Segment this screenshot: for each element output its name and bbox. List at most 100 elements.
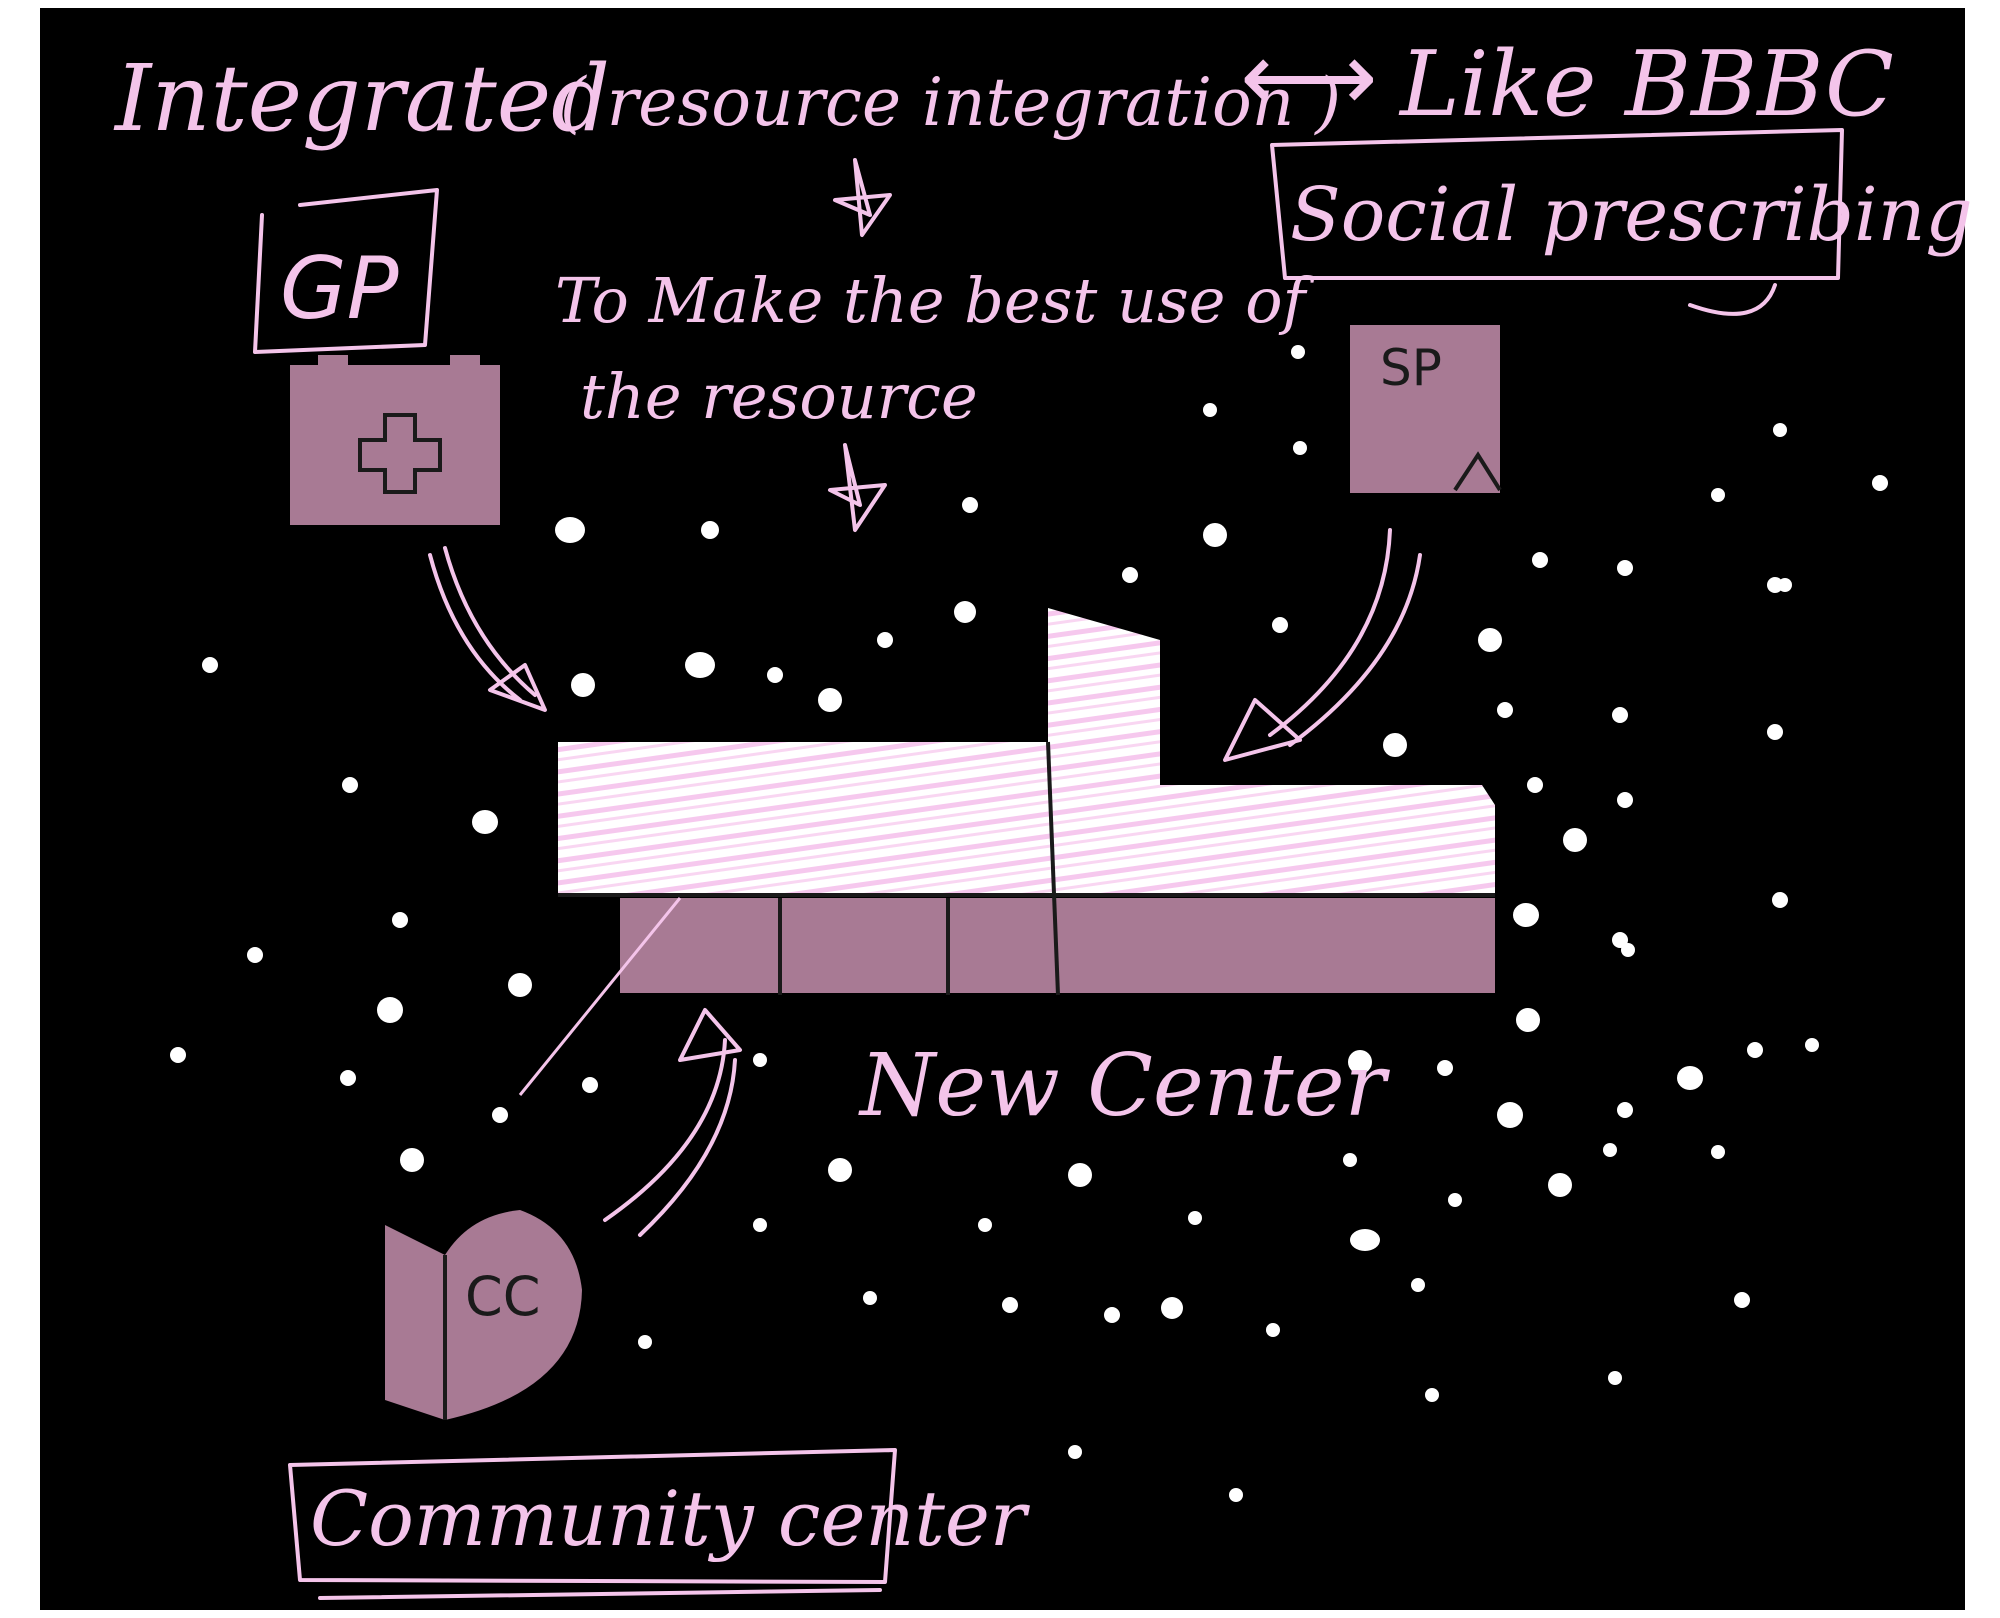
snow-dot: [1621, 943, 1635, 957]
gp-label: GP: [280, 239, 399, 339]
community-center-label: Community center: [310, 1474, 1031, 1563]
snow-dot: [1448, 1193, 1462, 1207]
snow-dot: [1767, 724, 1783, 740]
snow-dot: [1272, 617, 1288, 633]
snow-dot: [392, 912, 408, 928]
sp-building: SP: [1350, 325, 1502, 493]
snow-dot: [1617, 1102, 1633, 1118]
snow-dot: [1772, 892, 1788, 908]
snow-dot: [508, 973, 532, 997]
snow-dot: [1478, 628, 1502, 652]
snow-dot: [1291, 345, 1305, 359]
down-arrow-icon: [833, 158, 892, 237]
snow-dot: [1872, 475, 1888, 491]
resource-integration-label: ( resource integration ): [560, 64, 1341, 141]
snow-dot: [1513, 903, 1539, 927]
snow-dot: [1747, 1042, 1763, 1058]
sp-label: SP: [1380, 339, 1442, 397]
social-prescribing-box: [1270, 128, 1844, 280]
integrated-label: Integrated: [113, 45, 610, 152]
cc-label: CC: [465, 1265, 540, 1328]
snow-dot: [400, 1148, 424, 1172]
snow-dot: [1711, 488, 1725, 502]
snow-dot: [1612, 707, 1628, 723]
snow-dot: [247, 947, 263, 963]
snow-dot: [1677, 1066, 1703, 1090]
snow-dot: [1773, 423, 1787, 437]
snow-dot: [1497, 1102, 1523, 1128]
gp-to-center-arrow: [428, 546, 537, 702]
snow-dot: [1350, 1229, 1380, 1251]
snow-dot: [1548, 1173, 1572, 1197]
snow-dot: [1617, 560, 1633, 576]
snow-dot: [753, 1053, 767, 1067]
goal-text-line-1: To Make the best use of: [555, 264, 1316, 337]
arrow-head-icon: [678, 1008, 742, 1062]
goal-text-line-2: the resource: [580, 360, 978, 433]
snow-dot: [1293, 441, 1307, 455]
community-center-box: [288, 1448, 897, 1584]
snow-dot: [571, 673, 595, 697]
snow-dot: [1617, 792, 1633, 808]
snow-dot: [1122, 567, 1138, 583]
snow-dot: [1778, 578, 1792, 592]
new-center-building: [518, 608, 1495, 1096]
snow-dot: [1348, 1050, 1372, 1074]
new-center-label: New Center: [858, 1036, 1391, 1136]
community-center-building: CC: [385, 1210, 582, 1420]
snow-dot: [202, 657, 218, 673]
snow-dot: [818, 688, 842, 712]
snow-dot: [638, 1335, 652, 1349]
snow-dot: [472, 810, 498, 834]
snow-dot: [1161, 1297, 1183, 1319]
down-arrow-icon: [828, 443, 887, 532]
snow-dot: [877, 632, 893, 648]
snow-dot: [1188, 1211, 1202, 1225]
social-prescribing-label: Social prescribing: [1290, 172, 1973, 258]
snow-dot: [1203, 403, 1217, 417]
snow-dot: [555, 517, 585, 543]
snow-dot: [954, 601, 976, 623]
snow-dot: [342, 777, 358, 793]
snow-dot: [1068, 1445, 1082, 1459]
gp-building: [290, 355, 500, 525]
snow-dot: [1734, 1292, 1750, 1308]
snow-dot: [1104, 1307, 1120, 1323]
like-bbbc-label: Like BBBC: [1398, 32, 1894, 137]
snow-dot: [701, 521, 719, 539]
snow-dot: [1767, 577, 1783, 593]
snow-dot: [1343, 1153, 1357, 1167]
snow-dot: [767, 667, 783, 683]
snow-dot: [1411, 1278, 1425, 1292]
snow-dot: [978, 1218, 992, 1232]
snow-dot: [340, 1070, 356, 1086]
arrow-head-icon: [1223, 698, 1302, 762]
snow-dot: [1805, 1038, 1819, 1052]
snow-dot: [1203, 523, 1227, 547]
snow-dot: [1711, 1145, 1725, 1159]
arrow-head-icon: [488, 663, 547, 712]
snow-dot: [1527, 777, 1543, 793]
snow-dot: [492, 1107, 508, 1123]
snow-dot: [1563, 828, 1587, 852]
snow-dot: [685, 652, 715, 678]
snow-dot: [1437, 1060, 1453, 1076]
snow-dot: [828, 1158, 852, 1182]
snow-dot: [1266, 1323, 1280, 1337]
double-arrow-icon: ⟷: [1240, 21, 1378, 133]
snow-dot: [1612, 932, 1628, 948]
snow-dot: [1068, 1163, 1092, 1187]
snow-dot: [753, 1218, 767, 1232]
snow-dot: [1425, 1388, 1439, 1402]
snow-dot: [1002, 1297, 1018, 1313]
gp-label-box: [253, 188, 439, 354]
snow-dots: [170, 345, 1888, 1502]
snow-dot: [1608, 1371, 1622, 1385]
snow-dot: [863, 1291, 877, 1305]
snow-dot: [377, 997, 403, 1023]
medical-cross-icon: [358, 413, 442, 494]
social-prescribing-tail: [1688, 283, 1777, 316]
snow-dot: [170, 1047, 186, 1063]
cc-to-center-arrow: [603, 1038, 737, 1237]
